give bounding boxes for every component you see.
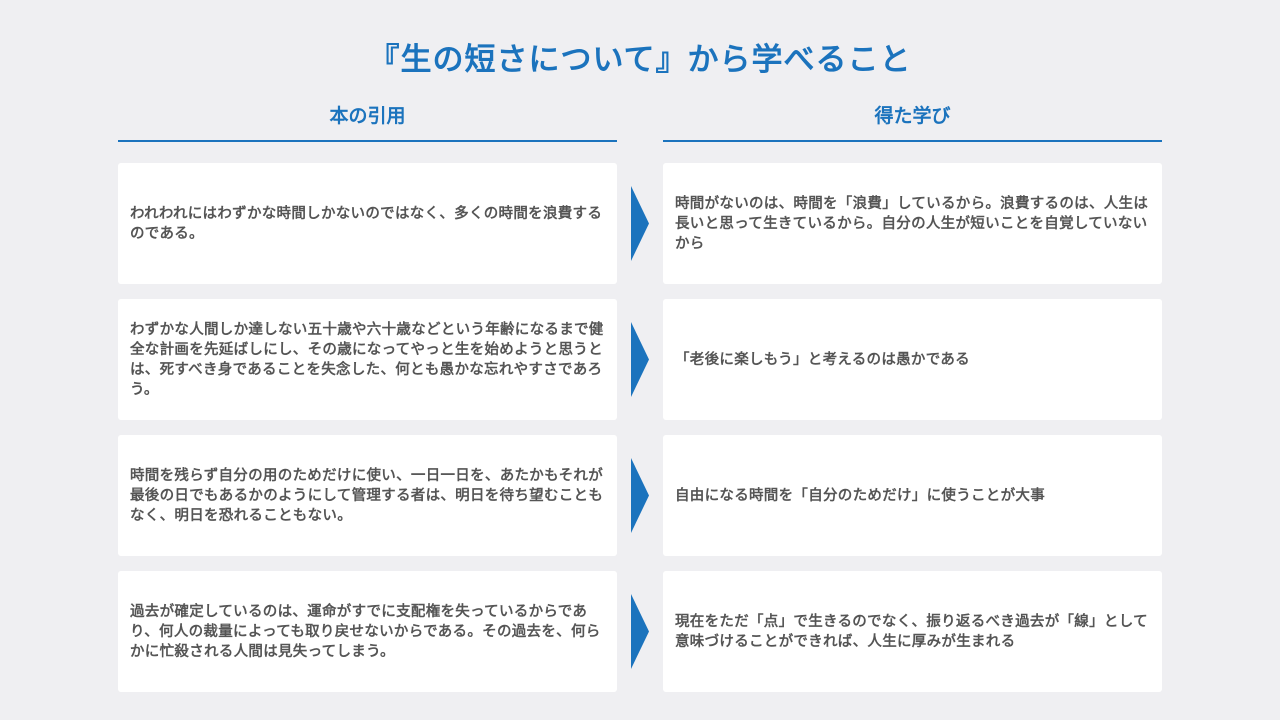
comparison-row: わずかな人間しか達しない五十歳や六十歳などという年齢になるまで健全な計画を先延ば… <box>118 299 1162 420</box>
comparison-row: 過去が確定しているのは、運命がすでに支配権を失っているからであり、何人の裁量によ… <box>118 571 1162 692</box>
lesson-text: 現在をただ「点」で生きるのでなく、振り返るべき過去が「線」として意味づけることが… <box>675 613 1148 650</box>
lesson-card: 自由になる時間を「自分のためだけ」に使うことが大事 <box>663 435 1162 556</box>
lesson-text: 「老後に楽しもう」と考えるのは愚かである <box>675 351 970 368</box>
quote-text: 時間を残らず自分の用のためだけに使い、一日一日を、あたかもそれが最後の日でもある… <box>130 467 604 524</box>
column-header-quotes: 本の引用 <box>118 102 617 142</box>
arrow-right-icon <box>631 322 649 397</box>
lesson-text: 自由になる時間を「自分のためだけ」に使うことが大事 <box>675 487 1045 504</box>
comparison-row: 時間を残らず自分の用のためだけに使い、一日一日を、あたかもそれが最後の日でもある… <box>118 435 1162 556</box>
quote-text: わずかな人間しか達しない五十歳や六十歳などという年齢になるまで健全な計画を先延ば… <box>130 321 604 398</box>
arrow-right-icon <box>631 458 649 533</box>
quote-text: 過去が確定しているのは、運命がすでに支配権を失っているからであり、何人の裁量によ… <box>130 603 601 660</box>
column-header-lessons: 得た学び <box>663 102 1162 142</box>
quote-card: 過去が確定しているのは、運命がすでに支配権を失っているからであり、何人の裁量によ… <box>118 571 617 692</box>
comparison-rows: われわれにはわずかな時間しかないのではなく、多くの時間を浪費するのである。 時間… <box>118 163 1162 707</box>
quote-text: われわれにはわずかな時間しかないのではなく、多くの時間を浪費するのである。 <box>130 205 603 242</box>
arrow-right-icon <box>631 594 649 669</box>
lesson-card: 時間がないのは、時間を「浪費」しているから。浪費するのは、人生は長いと思って生き… <box>663 163 1162 284</box>
quote-card: われわれにはわずかな時間しかないのではなく、多くの時間を浪費するのである。 <box>118 163 617 284</box>
arrow-right-icon <box>631 186 649 261</box>
lesson-text: 時間がないのは、時間を「浪費」しているから。浪費するのは、人生は長いと思って生き… <box>675 195 1149 252</box>
comparison-row: われわれにはわずかな時間しかないのではなく、多くの時間を浪費するのである。 時間… <box>118 163 1162 284</box>
quote-card: わずかな人間しか達しない五十歳や六十歳などという年齢になるまで健全な計画を先延ば… <box>118 299 617 420</box>
quote-card: 時間を残らず自分の用のためだけに使い、一日一日を、あたかもそれが最後の日でもある… <box>118 435 617 556</box>
page-title: 『生の短さについて』から学べること <box>368 42 912 78</box>
lesson-card: 「老後に楽しもう」と考えるのは愚かである <box>663 299 1162 420</box>
lesson-card: 現在をただ「点」で生きるのでなく、振り返るべき過去が「線」として意味づけることが… <box>663 571 1162 692</box>
